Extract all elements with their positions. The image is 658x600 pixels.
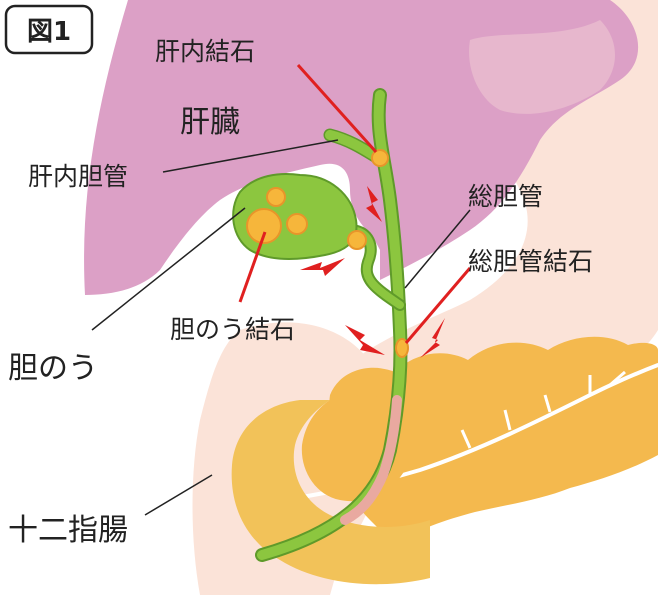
pointer-cbd-stone	[404, 267, 472, 344]
gallstone-1	[266, 187, 286, 207]
pancreatic-duct-branch-1	[460, 429, 472, 449]
leader-duodenum	[144, 474, 213, 516]
leader-gallbladder	[91, 207, 246, 331]
leader-common-bile-duct	[404, 209, 471, 289]
pancreatic-duct	[248, 363, 658, 507]
duodenum	[231, 400, 430, 585]
pointer-intrahepatic-stone	[296, 63, 378, 154]
pain-mark-left	[300, 258, 345, 276]
pain-mark-upper	[366, 186, 382, 222]
gallstone-4	[347, 230, 367, 250]
label-duodenum: 十二指腸	[8, 513, 128, 548]
label-common-bile-duct: 総胆管	[468, 182, 543, 211]
label-intrahepatic-stone: 肝内結石	[155, 37, 255, 66]
gallstone-2	[246, 208, 282, 244]
label-gallstone: 胆のう結石	[170, 315, 295, 344]
intrapancreatic-duct-segment	[340, 395, 402, 525]
pancreatic-duct-branch-3	[543, 394, 552, 413]
cbd-stone	[395, 338, 409, 358]
label-cbd-stone: 総胆管結石	[468, 247, 593, 276]
pancreatic-duct-branch-2	[503, 409, 512, 431]
intrahepatic-stone	[371, 149, 389, 167]
label-intrahepatic-duct: 肝内胆管	[28, 162, 128, 191]
gallstone-3	[286, 213, 308, 235]
pancreatic-duct-branch-5	[609, 370, 626, 387]
pain-mark-lower-right	[420, 318, 445, 358]
liver-lobe-shade	[469, 20, 615, 114]
leader-intrahepatic-duct	[162, 139, 339, 173]
pain-mark-lower-left	[345, 325, 385, 355]
figure-label: 図1	[27, 17, 71, 47]
label-liver: 肝臓	[180, 105, 240, 140]
figure-label-box	[4, 4, 94, 55]
label-gallbladder: 胆のう	[8, 351, 98, 386]
body-silhouette	[330, 0, 658, 440]
pointer-gallstone	[238, 231, 267, 303]
